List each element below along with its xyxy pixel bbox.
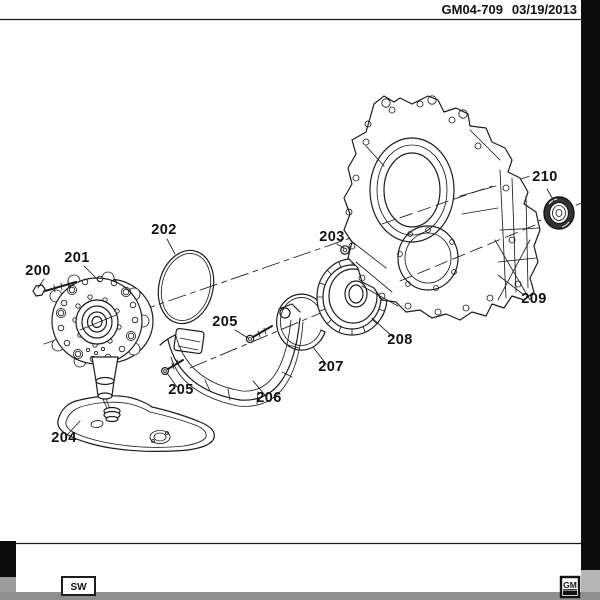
- callout-200: 200: [25, 263, 50, 279]
- part-200-bolt: [32, 280, 77, 297]
- part-204-filter: [57, 395, 215, 452]
- gm-logo-box: GM: [559, 575, 581, 599]
- callout-206: 206: [256, 390, 281, 406]
- callout-leaders: [37, 188, 555, 435]
- callout-209: 209: [521, 291, 546, 307]
- part-209-case: [343, 95, 541, 321]
- callout-208: 208: [387, 332, 412, 348]
- callout-210: 210: [532, 169, 557, 185]
- part-210-seal: [543, 196, 575, 230]
- part-206-band: [159, 303, 304, 407]
- callout-207: 207: [318, 359, 343, 375]
- sw-mark-label: SW: [70, 582, 87, 593]
- part-201-pump: [49, 271, 154, 423]
- callout-205-lower: 205: [168, 382, 193, 398]
- gm-logo-label: GM: [563, 580, 577, 590]
- callout-202: 202: [151, 222, 176, 238]
- callout-203: 203: [319, 229, 344, 245]
- part-205-bolt-upper: [245, 325, 273, 344]
- gm-logo-subbar: [563, 590, 577, 595]
- callout-205-upper: 205: [212, 314, 237, 330]
- page-footer: SW GM: [15, 542, 582, 599]
- callout-204: 204: [51, 430, 76, 446]
- part-202-oring: [157, 249, 215, 325]
- sw-mark-box: SW: [61, 576, 96, 596]
- callout-201: 201: [64, 250, 89, 266]
- part-203-clip: [340, 245, 350, 255]
